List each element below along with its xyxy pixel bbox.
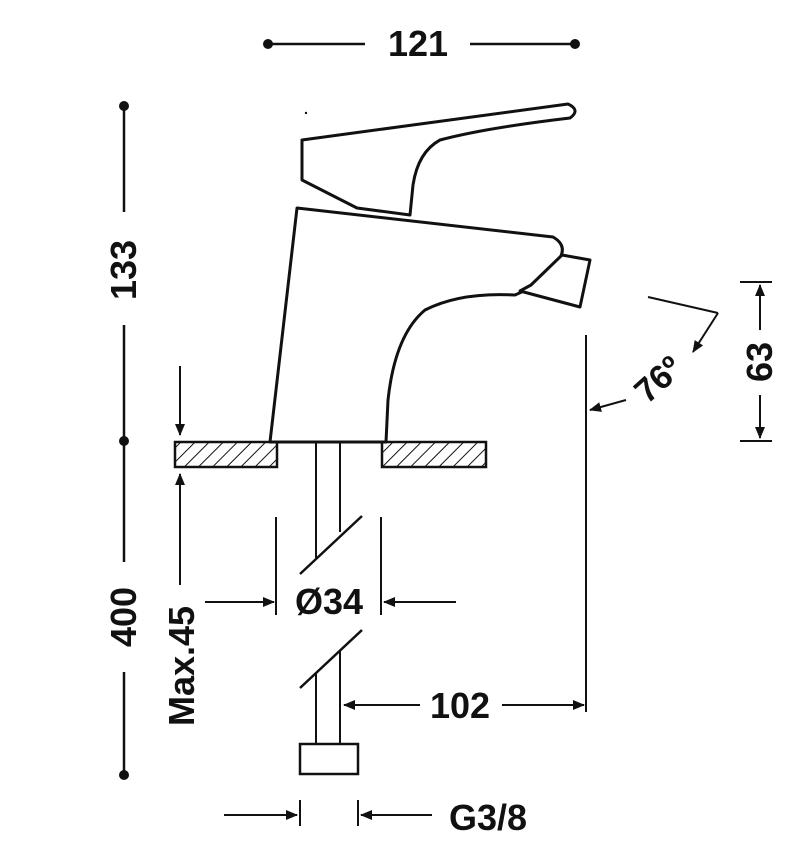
dimension-label-thread: G3/8 [449, 797, 527, 838]
dimension-max-deck: Max.45 [161, 366, 202, 726]
dimension-label-diameter: Ø34 [295, 581, 363, 622]
dimension-label-max45: Max.45 [161, 606, 202, 726]
dimension-thread: G3/8 [224, 797, 527, 838]
countertop [173, 440, 488, 469]
dimension-reach: 102 [343, 335, 587, 726]
dimension-outlet-height: 63 [739, 281, 780, 442]
dimension-label-400: 400 [103, 587, 144, 647]
hose-connector [298, 742, 360, 776]
dimension-angle: 76º [589, 296, 719, 412]
dimension-width-top: 121 [263, 23, 580, 64]
lever-handle [300, 102, 577, 217]
dimension-label-133: 133 [103, 240, 144, 300]
dimension-diameter: Ø34 [205, 517, 456, 622]
dimension-label-121: 121 [388, 23, 448, 64]
dimension-label-angle: 76º [627, 349, 690, 411]
supply-hose [298, 442, 363, 776]
faucet-body [268, 206, 592, 444]
dimension-label-102: 102 [430, 685, 490, 726]
dimension-height-left: 133 400 [103, 101, 144, 780]
dimension-label-63: 63 [739, 342, 780, 382]
